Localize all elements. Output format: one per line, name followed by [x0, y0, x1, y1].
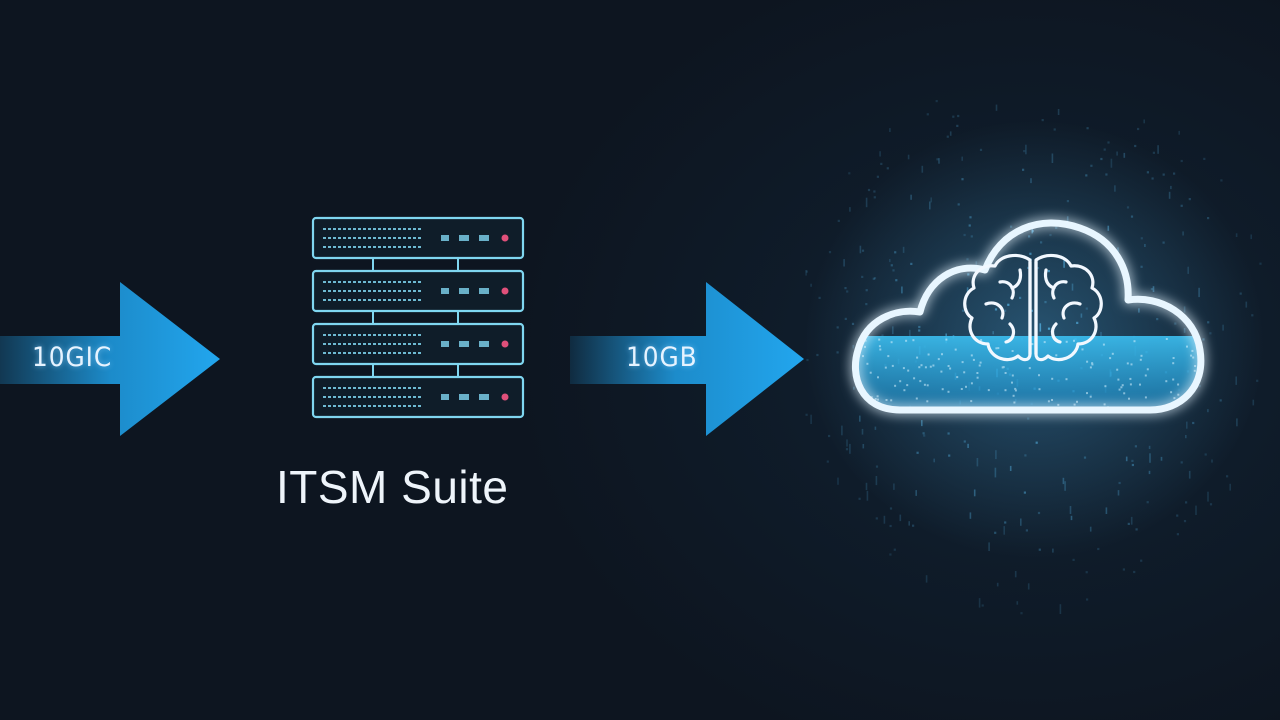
- server-rack-icon: [305, 210, 535, 430]
- status-led: [501, 340, 509, 348]
- server-title: ITSM Suite: [276, 461, 509, 513]
- output-arrow-label: 10GB: [626, 342, 698, 373]
- status-led: [501, 393, 509, 401]
- cloud-brain-icon: [840, 200, 1220, 440]
- output-arrow: 10GB: [570, 280, 806, 440]
- server-unit: [311, 269, 525, 313]
- brain-icon: [963, 253, 1103, 362]
- arrow-right-icon: [0, 282, 220, 436]
- server-unit: [311, 322, 525, 366]
- server-unit: [311, 216, 525, 260]
- arrow-right-icon: [570, 282, 804, 436]
- input-arrow: 10GIC: [0, 280, 224, 440]
- status-led: [501, 234, 509, 242]
- input-arrow-label: 10GIC: [32, 342, 113, 373]
- status-led: [501, 287, 509, 295]
- server-unit: [311, 375, 525, 419]
